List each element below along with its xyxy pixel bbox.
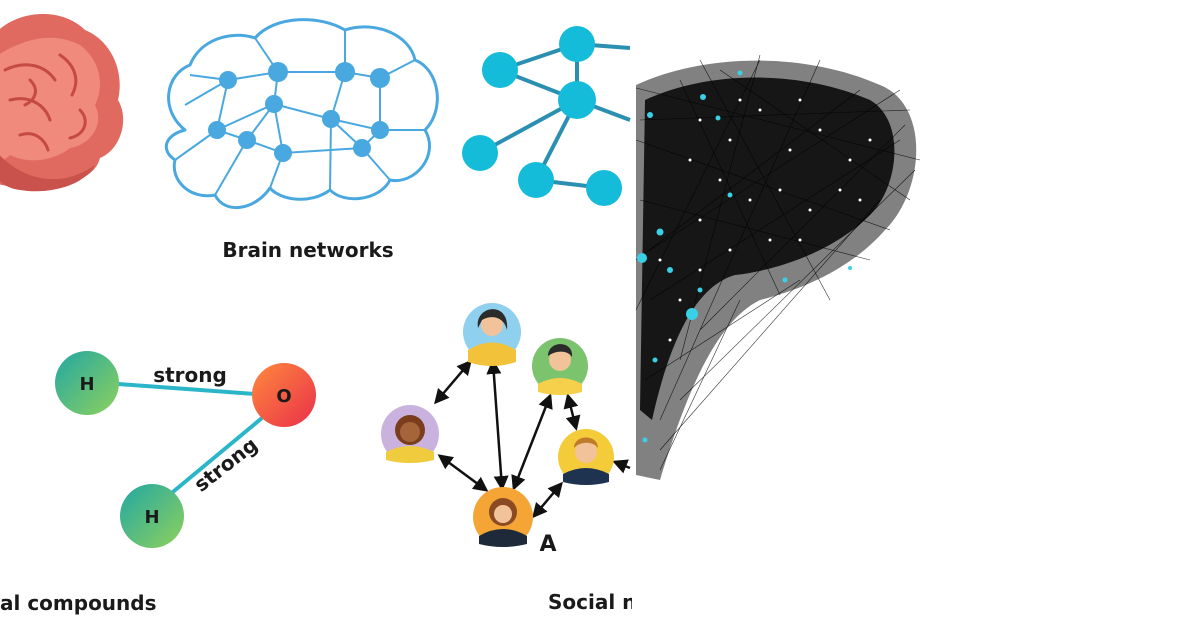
person-a-label: A xyxy=(539,532,556,557)
chemical-compounds-label: al compounds xyxy=(0,591,157,615)
bond-bottom xyxy=(166,416,264,498)
molecule-diagram: H O H strong strong xyxy=(55,351,316,548)
social-networks-label: Social n xyxy=(548,590,636,614)
bond-label-bottom: strong xyxy=(189,432,262,496)
hydrogen-atom-1 xyxy=(55,351,119,415)
graph-icon xyxy=(462,26,631,206)
hydrogen-atom-2 xyxy=(120,484,184,548)
brain-networks-label: Brain networks xyxy=(222,238,393,262)
brain-icon xyxy=(0,14,124,192)
atom-label-h1: H xyxy=(79,374,94,395)
person-icon xyxy=(463,303,521,366)
social-network-diagram: A xyxy=(381,303,631,557)
bond-top xyxy=(117,382,256,396)
brain-network-icon xyxy=(164,18,439,210)
person-icon xyxy=(532,338,588,395)
person-icon xyxy=(473,487,533,547)
bond-label-top: strong xyxy=(153,363,227,387)
hairball-network-icon xyxy=(635,54,921,480)
oxygen-atom xyxy=(252,363,316,427)
atom-label-o: O xyxy=(276,386,291,407)
person-icon xyxy=(381,405,439,463)
person-icon xyxy=(558,429,614,485)
atom-label-h2: H xyxy=(144,507,159,528)
